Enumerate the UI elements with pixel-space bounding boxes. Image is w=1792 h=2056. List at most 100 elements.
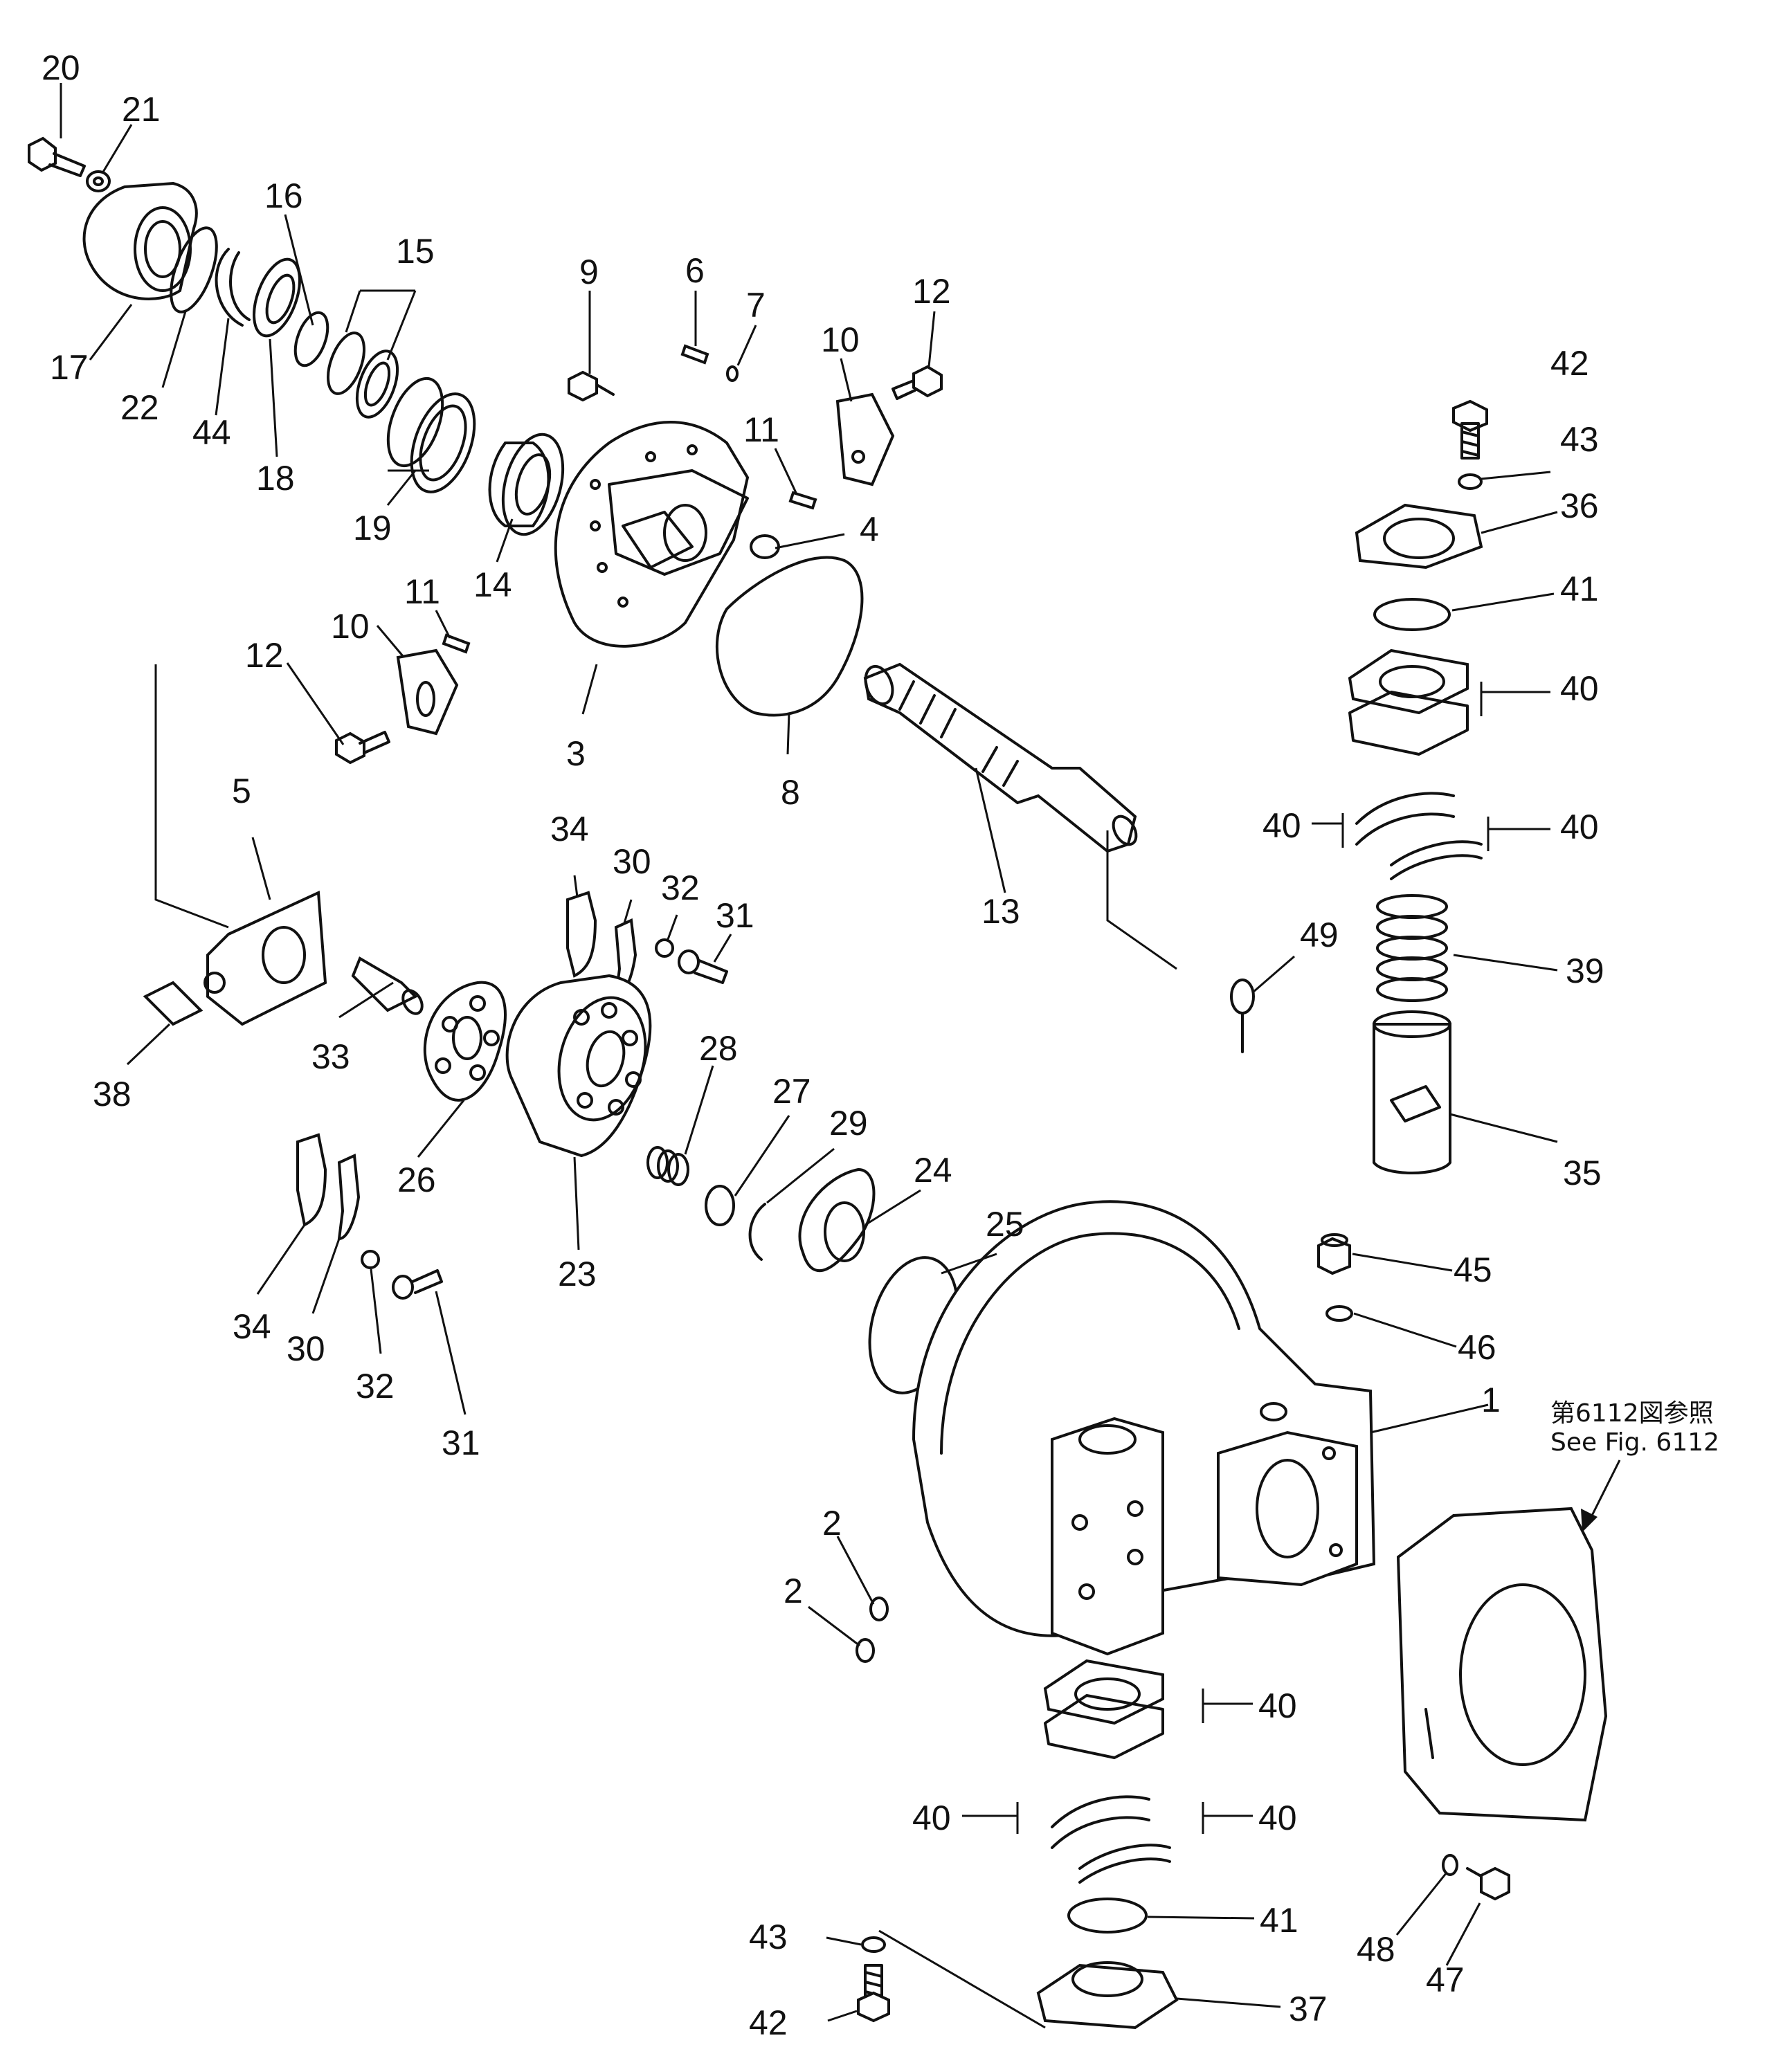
bolt-42a <box>1452 399 1488 460</box>
callout-29: 29 <box>829 1104 868 1143</box>
callout-7: 7 <box>746 286 766 325</box>
callout-40: 40 <box>1258 1686 1297 1725</box>
o-ring-8 <box>716 556 864 717</box>
callout-40: 40 <box>1258 1799 1297 1837</box>
callout-40: 40 <box>1262 806 1301 845</box>
callout-40: 40 <box>1560 808 1599 846</box>
callout-46: 46 <box>1458 1328 1496 1367</box>
callout-43: 43 <box>749 1918 788 1956</box>
callout-26: 26 <box>397 1161 436 1199</box>
callout-40: 40 <box>912 1799 951 1837</box>
valve-plate-26 <box>423 981 507 1102</box>
callout-27: 27 <box>772 1072 811 1111</box>
reference-note-english: See Fig. 6112 <box>1550 1428 1719 1457</box>
snap-ring-44 <box>215 248 251 327</box>
callout-11: 11 <box>743 410 779 449</box>
reference-housing-6112 <box>1396 1507 1608 1822</box>
callout-36: 36 <box>1560 486 1599 525</box>
reference-arrowhead <box>1581 1509 1598 1532</box>
callout-16: 16 <box>264 176 303 215</box>
pin-33 <box>351 956 424 1015</box>
callout-2: 2 <box>784 1572 803 1610</box>
callout-10: 10 <box>821 320 860 359</box>
callout-41: 41 <box>1560 570 1599 608</box>
callout-11: 11 <box>404 572 440 611</box>
callout-13: 13 <box>981 892 1020 931</box>
o-ring-41a <box>1373 598 1451 631</box>
bolt-12a <box>892 365 943 400</box>
callout-28: 28 <box>699 1029 738 1068</box>
o-ring-48 <box>1442 1854 1458 1876</box>
callout-31: 31 <box>716 896 754 935</box>
callout-labels: 20 21 16 15 9 6 7 10 12 42 17 22 44 18 1… <box>42 48 1604 2042</box>
screw-31a <box>678 949 728 984</box>
seal-15 <box>327 331 399 419</box>
washer-27 <box>705 1185 735 1226</box>
retainer-38 <box>143 981 203 1026</box>
plug-47 <box>1466 1866 1510 1901</box>
callout-23: 23 <box>558 1255 597 1293</box>
callout-45: 45 <box>1454 1250 1492 1289</box>
clip-40b <box>1355 792 1483 880</box>
callout-4: 4 <box>860 510 879 549</box>
plate-10a <box>835 392 895 486</box>
callout-25: 25 <box>986 1205 1024 1244</box>
reference-arrow <box>1587 1459 1621 1523</box>
o-ring-7 <box>726 365 739 382</box>
o-ring-41b <box>1067 1898 1148 1934</box>
callout-42: 42 <box>1550 344 1589 383</box>
callout-10: 10 <box>331 607 370 646</box>
pin-6 <box>680 344 709 365</box>
o-ring-22 <box>170 226 218 313</box>
callout-48: 48 <box>1357 1930 1395 1969</box>
shaft-13 <box>863 662 1138 853</box>
callout-32: 32 <box>661 868 700 907</box>
spring-39 <box>1376 894 1448 1002</box>
callout-35: 35 <box>1563 1154 1602 1192</box>
callout-24: 24 <box>914 1151 952 1190</box>
callout-32: 32 <box>356 1367 395 1405</box>
washer-43b <box>861 1936 886 1953</box>
callout-31: 31 <box>442 1423 480 1462</box>
spring-28 <box>646 1146 689 1186</box>
case-3 <box>554 421 750 648</box>
callout-9: 9 <box>579 253 599 291</box>
o-ring-46 <box>1325 1305 1353 1322</box>
callout-41: 41 <box>1260 1901 1298 1940</box>
callout-43: 43 <box>1560 420 1599 459</box>
plug-4 <box>750 534 780 559</box>
plug-45 <box>1317 1233 1351 1275</box>
flange-37 <box>1036 1961 1179 2030</box>
callout-12: 12 <box>912 272 951 311</box>
gasket-40d <box>1043 1659 1164 1759</box>
bolt-12b <box>335 731 390 765</box>
callout-49: 49 <box>1300 916 1339 954</box>
callout-17: 17 <box>50 348 89 387</box>
callout-3: 3 <box>566 734 586 773</box>
callout-18: 18 <box>256 459 295 498</box>
callout-21: 21 <box>122 90 161 129</box>
bearing-14 <box>488 433 565 536</box>
gasket-40a <box>1348 648 1469 756</box>
callout-14: 14 <box>473 565 512 604</box>
sleeve-35 <box>1373 1010 1451 1174</box>
valve-plate-24 <box>798 1167 876 1273</box>
washer-21-hole <box>93 176 104 186</box>
housing-1 <box>912 1200 1376 1656</box>
callout-20: 20 <box>42 48 80 87</box>
callout-39: 39 <box>1566 952 1604 990</box>
reference-note-japanese: 第6112図参照 <box>1550 1399 1714 1428</box>
pin-11a <box>788 491 817 510</box>
snap-ring-29 <box>748 1203 766 1261</box>
callout-44: 44 <box>192 413 231 452</box>
guide-30b <box>337 1154 361 1241</box>
bolt-20 <box>28 136 86 177</box>
washer-43a <box>1458 473 1483 490</box>
bearing-18 <box>253 257 301 338</box>
seal-19 <box>386 376 476 493</box>
clip-40e <box>1051 1795 1171 1884</box>
screw-31b <box>392 1269 443 1300</box>
callout-15: 15 <box>396 232 435 271</box>
callout-42: 42 <box>749 2003 788 2042</box>
callout-8: 8 <box>781 773 800 812</box>
